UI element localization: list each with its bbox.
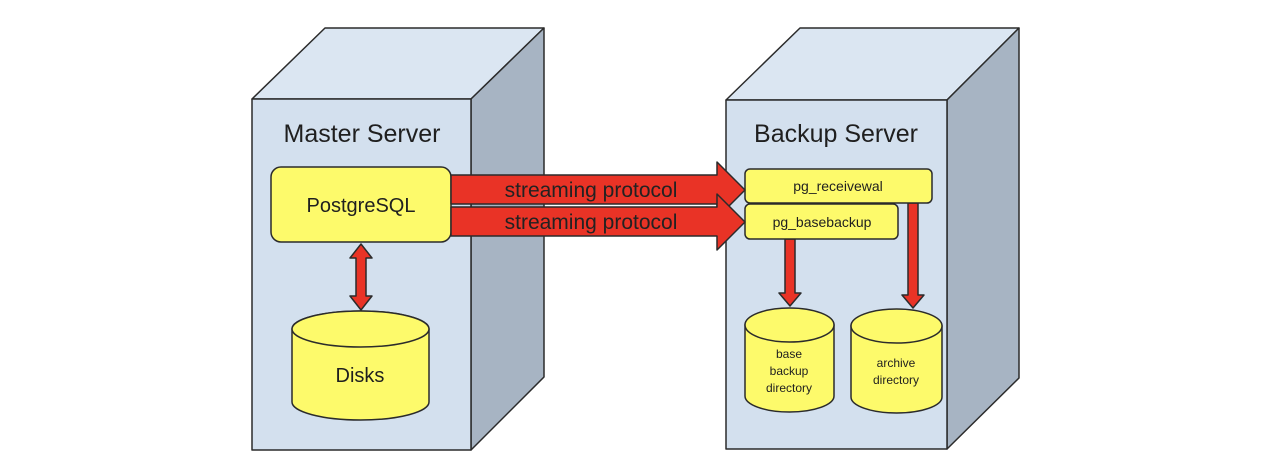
archive-label-line-1: archive [877, 356, 916, 370]
master-server: Master Server PostgreSQL Disks [251, 27, 545, 451]
disks-cylinder[interactable]: Disks [291, 310, 430, 421]
base-backup-cylinder-top [744, 307, 835, 343]
postgresql-label: PostgreSQL [307, 195, 416, 217]
disks-label: Disks [336, 365, 385, 387]
base-backup-label-line-2: backup [770, 364, 809, 378]
backup-server: Backup Server pg_receivewal pg_basebacku… [725, 27, 1020, 450]
basebackup-to-directory-arrow [778, 238, 802, 307]
backup-server-title: Backup Server [754, 120, 918, 148]
streaming-arrow-basebackup-label: streaming protocol [505, 211, 678, 234]
base-backup-label-line-3: directory [766, 381, 812, 395]
streaming-arrow-basebackup [450, 193, 746, 251]
streaming-arrow-wal [450, 161, 746, 219]
postgresql-disks-double-arrow [349, 243, 373, 311]
streaming-arrow-wal-label: streaming protocol [505, 179, 678, 202]
streaming-arrows: streaming protocol streaming protocol [450, 161, 746, 251]
pg-receivewal-box[interactable] [744, 168, 933, 204]
archive-cylinder-top [850, 308, 943, 344]
archive-directory-cylinder[interactable]: archive directory [850, 308, 943, 414]
pg-receivewal-label: pg_receivewal [793, 178, 883, 194]
pg-basebackup-label: pg_basebackup [773, 214, 872, 230]
disks-cylinder-top [291, 310, 430, 348]
master-server-side-face [470, 27, 545, 451]
master-server-title: Master Server [284, 120, 441, 148]
base-backup-directory-cylinder[interactable]: base backup directory [744, 307, 835, 413]
receivewal-to-archive-arrow [901, 202, 925, 309]
base-backup-label-line-1: base [776, 347, 802, 361]
backup-server-side-face [946, 27, 1020, 450]
archive-label-line-2: directory [873, 373, 919, 387]
